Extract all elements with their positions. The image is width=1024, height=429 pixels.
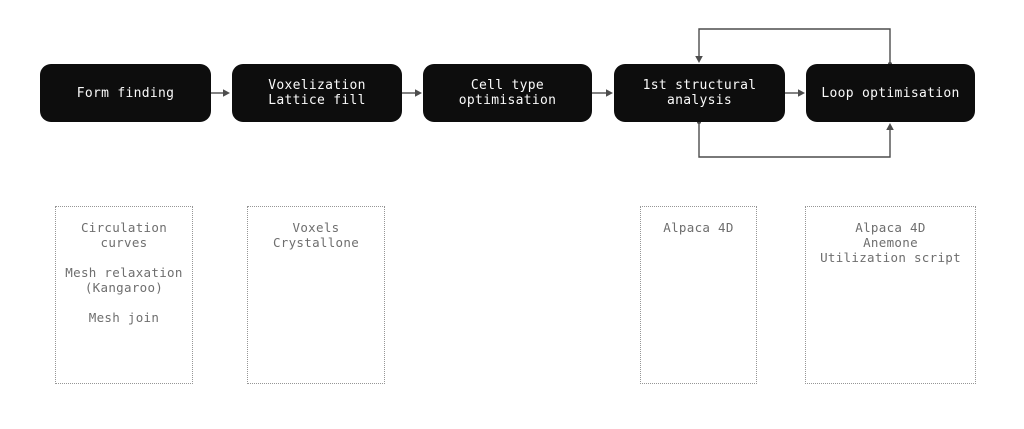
arrowhead-up bbox=[886, 123, 894, 130]
arrowhead-down bbox=[695, 56, 703, 63]
arrowhead bbox=[223, 89, 230, 97]
node-form-finding: Form finding bbox=[40, 64, 211, 122]
node-voxelization-lattice-fill: Voxelization Lattice fill bbox=[232, 64, 402, 122]
node-cell-type-optimisation: Cell type optimisation bbox=[423, 64, 592, 122]
toolbox-voxelization: Voxels Crystallone bbox=[247, 206, 385, 384]
arrowhead bbox=[606, 89, 613, 97]
toolbox-form-finding: Circulation curves Mesh relaxation (Kang… bbox=[55, 206, 193, 384]
arrow-loop-feedback-bottom bbox=[698, 123, 891, 158]
arrow-loop-feedback-top bbox=[698, 28, 891, 63]
arrowhead bbox=[415, 89, 422, 97]
node-1st-structural-analysis: 1st structural analysis bbox=[614, 64, 785, 122]
toolbox-structural-analysis: Alpaca 4D bbox=[640, 206, 757, 384]
node-loop-optimisation: Loop optimisation bbox=[806, 64, 975, 122]
toolbox-loop-optimisation: Alpaca 4D Anemone Utilization script bbox=[805, 206, 976, 384]
arrowhead bbox=[798, 89, 805, 97]
